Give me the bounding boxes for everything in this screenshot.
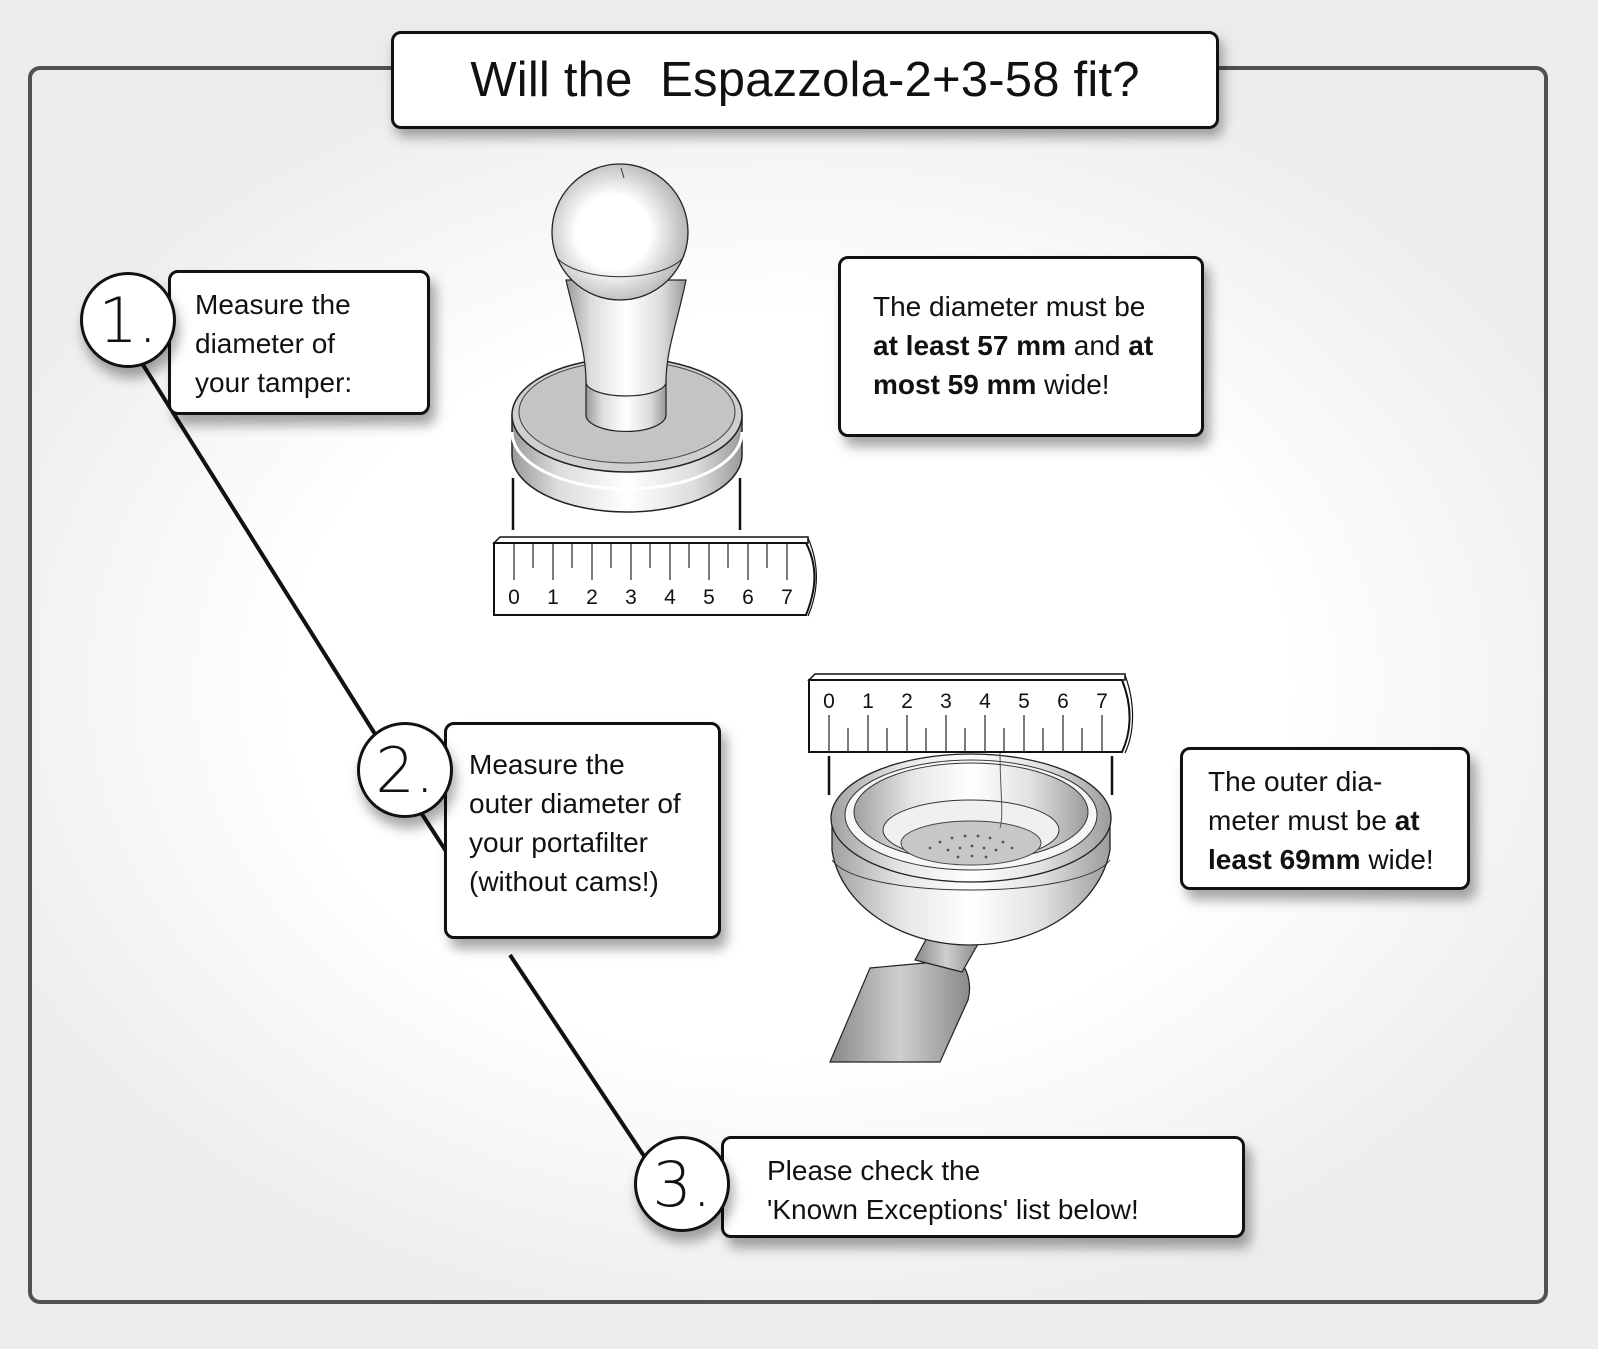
step-2-line-2: outer diameter of (469, 788, 681, 819)
svg-text:1: 1 (547, 586, 559, 609)
page-title-text: Will the Espazzola-2+3-58 fit? (470, 53, 1140, 107)
tamper-req-and: and (1066, 330, 1129, 361)
svg-text:2: 2 (901, 690, 913, 713)
portafilter-req-line-2: meter must be at (1208, 801, 1467, 840)
tamper-req-line-2: at least 57 mm and at (873, 326, 1201, 365)
tamper-min-value: at least 57 mm (873, 330, 1066, 361)
step-3-line-1: Please check the (767, 1155, 981, 1186)
tamper-max-value: most 59 mm (873, 369, 1037, 400)
step-1-line-1: Measure the (195, 289, 351, 320)
step-2-badge: 2. (357, 722, 453, 818)
svg-text:0: 0 (508, 586, 520, 609)
step-1-callout: Measure the diameter of your tamper: (168, 270, 430, 415)
portafilter-requirement-note: The outer dia- meter must be at least 69… (1180, 747, 1470, 890)
step-1-line-2: diameter of (195, 328, 336, 359)
known-exceptions-reference: 'Known Exceptions' list below! (767, 1194, 1139, 1225)
step-3-callout: Please check the 'Known Exceptions' list… (721, 1136, 1245, 1238)
tamper-req-line-3: most 59 mm wide! (873, 365, 1201, 404)
portafilter-req-wide: wide! (1360, 844, 1434, 875)
step-2-line-3: your portafilter (469, 827, 648, 858)
svg-text:3: 3 (940, 690, 952, 713)
page-title: Will the Espazzola-2+3-58 fit? (391, 31, 1219, 129)
svg-text:6: 6 (742, 586, 754, 609)
step-2-line-4: (without cams!) (469, 866, 659, 897)
svg-text:1: 1 (862, 690, 874, 713)
step-2-line-1: Measure the (469, 749, 625, 780)
step-3-number: 3. (652, 1147, 712, 1221)
tamper-req-line-1: The diameter must be (873, 291, 1146, 322)
step-1-badge: 1. (80, 272, 176, 368)
svg-text:6: 6 (1057, 690, 1069, 713)
portafilter-illustration: 0 1 2 3 4 5 6 7 (807, 673, 1134, 1063)
step-2-callout: Measure the outer diameter of your porta… (444, 722, 721, 939)
svg-text:3: 3 (625, 586, 637, 609)
svg-text:5: 5 (1018, 690, 1030, 713)
svg-text:7: 7 (1096, 690, 1108, 713)
svg-text:4: 4 (664, 586, 676, 609)
tamper-req-at: at (1128, 330, 1154, 361)
tamper-requirement-note: The diameter must be at least 57 mm and … (838, 256, 1204, 437)
portafilter-min-value: least 69mm (1208, 844, 1361, 875)
svg-text:2: 2 (586, 586, 598, 609)
portafilter-req-meter: meter must be (1208, 805, 1395, 836)
svg-text:4: 4 (979, 690, 991, 713)
portafilter-ruler: 0 1 2 3 4 5 6 7 (807, 673, 1134, 754)
step-1-line-3: your tamper: (195, 367, 353, 398)
portafilter-req-at: at (1394, 805, 1420, 836)
step-1-number: 1. (98, 283, 158, 357)
portafilter-req-line-3: least 69mm wide! (1208, 840, 1467, 879)
tamper-illustration: 0 1 2 3 4 5 6 7 (492, 163, 817, 617)
step-3-badge: 3. (634, 1136, 730, 1232)
svg-text:7: 7 (781, 586, 793, 609)
svg-text:0: 0 (823, 690, 835, 713)
step-2-number: 2. (375, 733, 435, 807)
portafilter-req-line-1: The outer dia- (1208, 766, 1383, 797)
tamper-req-wide: wide! (1036, 369, 1110, 400)
svg-text:5: 5 (703, 586, 715, 609)
tamper-ruler: 0 1 2 3 4 5 6 7 (492, 536, 817, 617)
